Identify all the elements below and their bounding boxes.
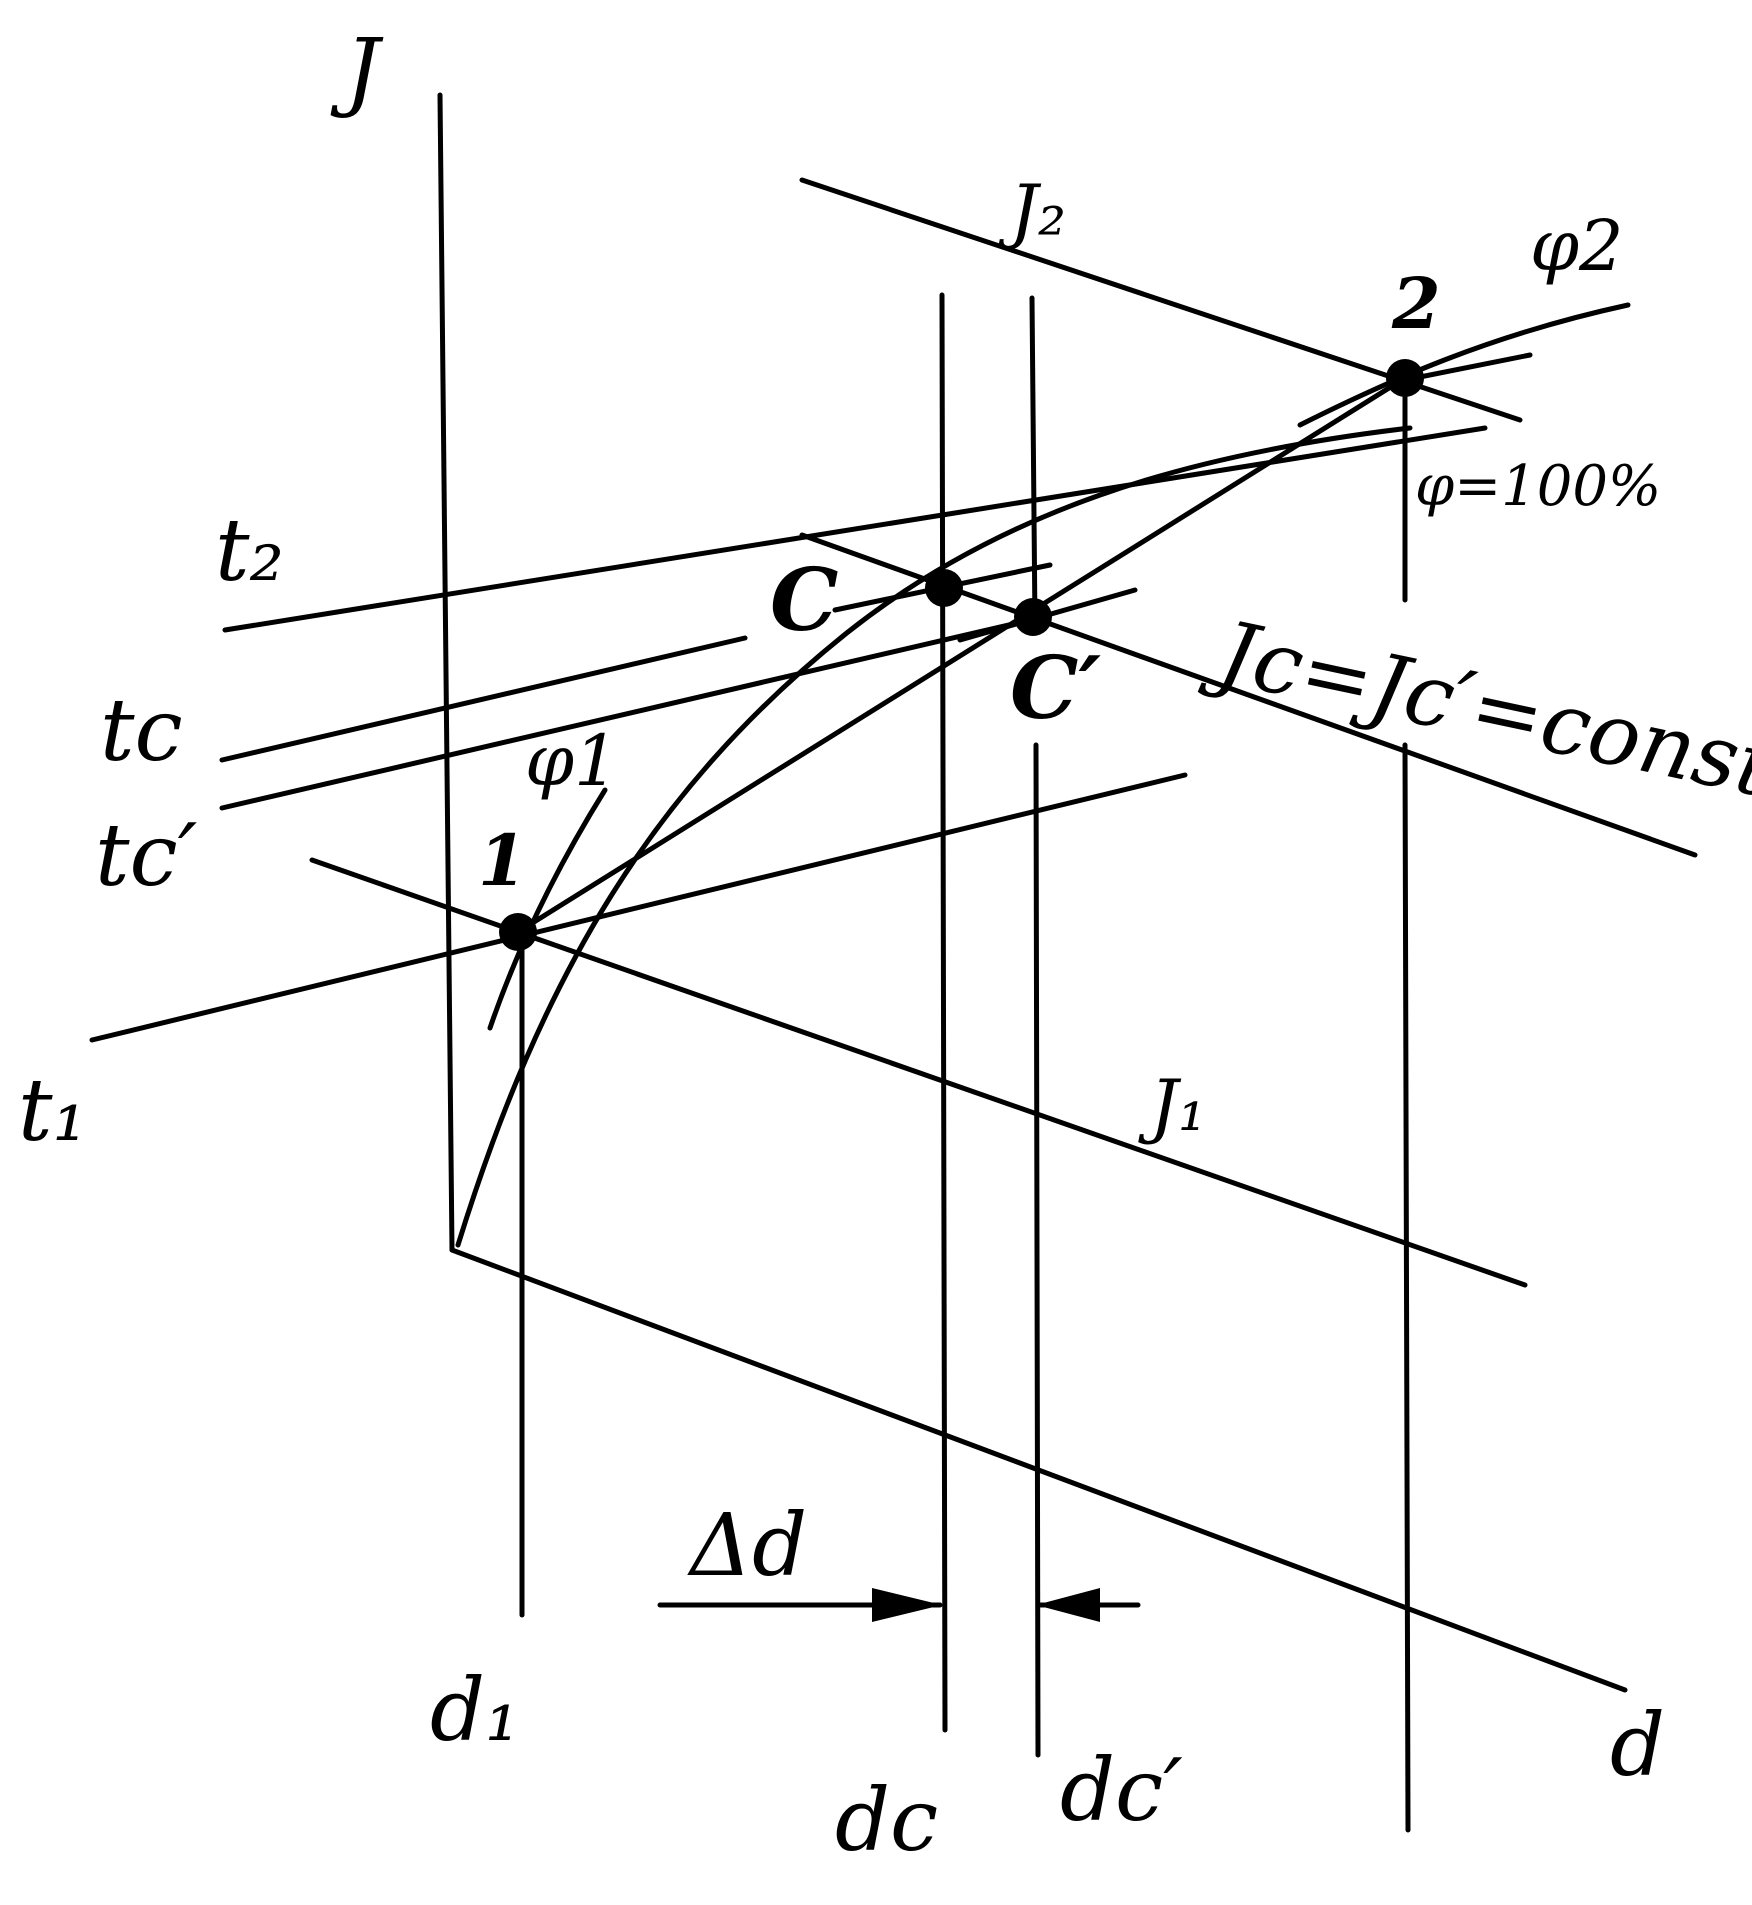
phi1-label: φ1 <box>525 720 619 802</box>
phi2-label: φ2 <box>1530 205 1624 287</box>
point-1-label: 1 <box>478 819 527 902</box>
dc-label: dc <box>835 1771 938 1871</box>
tc-temperature-line <box>219 635 748 763</box>
tc-label: tc <box>100 681 183 781</box>
t2-label: t₂ <box>215 501 284 601</box>
point-c-prime-label: C′ <box>1010 638 1101 739</box>
delta-d-left-arrowhead <box>872 1588 942 1622</box>
j-axis-line <box>437 92 455 1253</box>
mixing-line-1-2 <box>515 375 1408 935</box>
dc-prime-vertical-line-lower <box>1033 742 1041 1758</box>
point-2-dot <box>1386 359 1424 397</box>
phi2-curve-tail <box>1402 352 1533 383</box>
phi-100-label: φ=100% <box>1415 454 1661 519</box>
point-c-prime-dot <box>1014 598 1052 636</box>
j1-label: J₁ <box>1138 1065 1206 1147</box>
phi-100-curve <box>455 425 1413 1248</box>
phi1-curve <box>487 787 608 1031</box>
dc-prime-label: dc′ <box>1060 1741 1183 1841</box>
phi2-curve <box>1297 302 1631 428</box>
dc-vertical-line <box>939 292 948 1733</box>
tc-prime-label: tc′ <box>95 806 197 906</box>
d2-vertical-line-lower <box>1402 742 1411 1833</box>
t2-temperature-line <box>222 425 1488 633</box>
d1-label: d₁ <box>430 1661 520 1761</box>
dc-prime-vertical-line-upper <box>1029 295 1038 628</box>
point-2-label: 2 <box>1391 262 1441 345</box>
point-1-dot <box>499 913 537 951</box>
jc-equality-label: Jc=Jc′=const <box>1196 600 1752 818</box>
j1-enthalpy-line <box>309 857 1528 1288</box>
point-c-dot <box>925 569 963 607</box>
delta-d-label: Δd <box>687 1496 807 1596</box>
t1-label: t₁ <box>18 1061 87 1161</box>
axis-j-label: J <box>330 21 384 121</box>
delta-d-right-arrowhead <box>1036 1588 1100 1622</box>
tc-prime-temperature-line <box>219 617 1033 811</box>
j2-label: J₂ <box>998 170 1066 252</box>
axis-d-label: d <box>1610 1696 1665 1796</box>
t1-temperature-line <box>89 772 1188 1043</box>
point-c-label: C <box>770 550 838 651</box>
